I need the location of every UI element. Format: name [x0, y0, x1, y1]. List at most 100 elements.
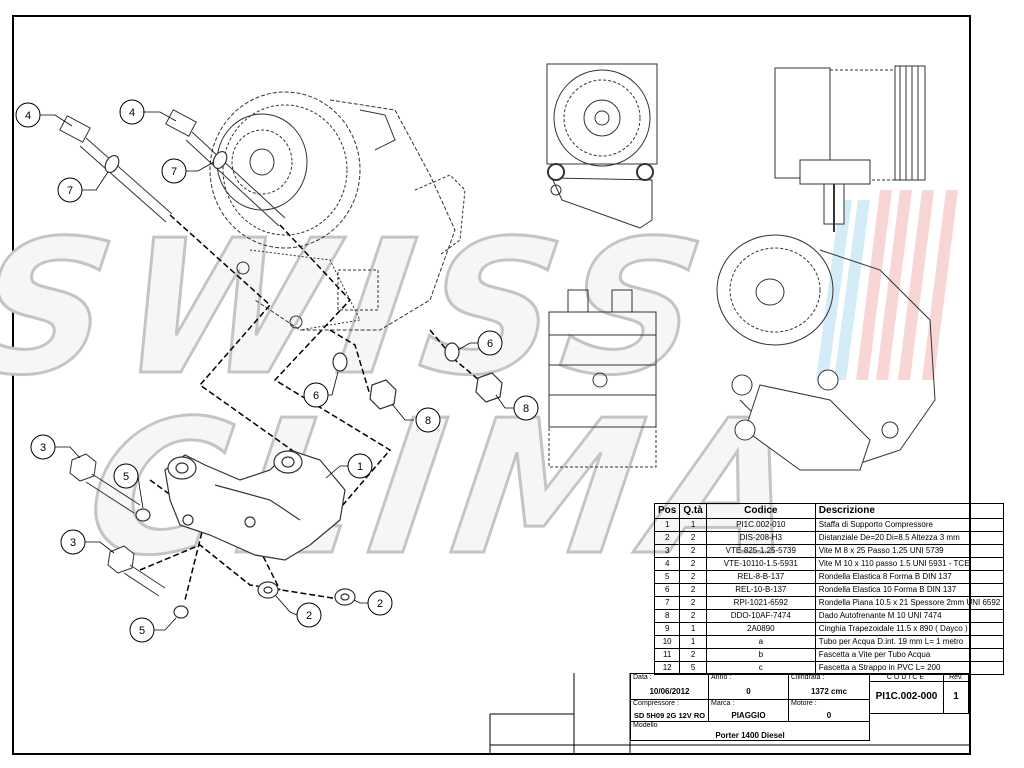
compressore-label: Compressore :	[633, 700, 679, 707]
callout-3a: 3	[40, 442, 46, 454]
row-pos: 9	[653, 622, 681, 636]
compressor-exploded-view	[209, 91, 466, 331]
modello-label: Modello	[633, 722, 658, 729]
front-view	[546, 63, 658, 229]
row-code: DIS-208-H3	[705, 531, 816, 545]
header-pos: Pos	[653, 503, 681, 519]
cilindrata-label: Cilindrata :	[791, 674, 825, 681]
row-qty: 2	[679, 531, 707, 545]
motore-label: Motore :	[791, 700, 817, 707]
callout-6a: 6	[487, 338, 493, 350]
data-label: Data :	[633, 674, 652, 681]
motore-cell: Motore : 0	[788, 699, 870, 722]
washer-item-6	[332, 342, 460, 372]
marca-label: Marca :	[711, 700, 735, 707]
washer-item-7	[104, 150, 228, 174]
row-qty: 2	[679, 609, 707, 623]
row-pos: 11	[653, 648, 681, 662]
row-pos: 8	[653, 609, 681, 623]
row-pos: 3	[653, 544, 681, 558]
row-code: VTE-825-1.25-5739	[705, 544, 816, 558]
anno-cell: Anno : 0	[708, 673, 789, 700]
callout-4a: 4	[25, 110, 31, 122]
modello-cell: Modello Porter 1400 Diesel	[630, 721, 870, 741]
cilindrata-value: 1372 cmc	[810, 687, 848, 696]
callout-3b: 3	[70, 537, 76, 549]
rev-cell: Rev. 1	[943, 673, 969, 714]
row-code: REL-8-B-137	[705, 570, 816, 584]
motore-value: 0	[826, 711, 832, 720]
data-value: 10/06/2012	[649, 687, 690, 696]
row-code: b	[705, 648, 816, 662]
row-desc: Fascetta a Strappo in PVC L= 200	[814, 661, 1005, 675]
row-code: PI1C.002-010	[705, 518, 816, 532]
data-cell: Data : 10/06/2012	[630, 673, 709, 700]
cilindrata-cell: Cilindrata : 1372 cmc	[788, 673, 870, 700]
row-qty: 2	[679, 544, 707, 558]
row-desc: Rondella Elastica 8 Forma B DIN 137	[814, 570, 1005, 584]
row-qty: 2	[679, 557, 707, 571]
rev-value: 1	[953, 691, 959, 702]
top-view	[548, 289, 657, 468]
row-desc: Rondella Piana 10.5 x 21 Spessore 2mm UN…	[814, 596, 1005, 610]
leader-lines	[40, 111, 514, 631]
callout-4b: 4	[129, 107, 135, 119]
callout-bubbles	[15, 99, 539, 643]
row-qty: 2	[679, 570, 707, 584]
row-pos: 1	[653, 518, 681, 532]
row-desc: Cinghia Trapezoidale 11.5 x 890 ( Dayco …	[814, 622, 1005, 636]
row-pos: 2	[653, 531, 681, 545]
header-qty: Q.tà	[679, 503, 707, 519]
washer-item-5	[135, 508, 189, 619]
rev-label: Rev.	[944, 674, 968, 682]
row-code: REL-10-B-137	[705, 583, 816, 597]
row-qty: 1	[679, 518, 707, 532]
bracket-item-1	[164, 449, 346, 561]
isometric-view	[716, 234, 936, 471]
bolt-item-4	[59, 109, 286, 227]
callout-2a: 2	[306, 610, 312, 622]
callout-7a: 7	[67, 185, 73, 197]
row-code: RPI-1021-6592	[705, 596, 816, 610]
row-desc: Distanziale De=20 Di=8.5 Altezza 3 mm	[814, 531, 1005, 545]
marca-cell: Marca : PIAGGIO	[708, 699, 789, 722]
callout-7b: 7	[171, 166, 177, 178]
compressore-value: SD 5H09 2G 12V RO	[633, 711, 706, 720]
row-pos: 10	[653, 635, 681, 649]
modello-value: Porter 1400 Diesel	[715, 731, 785, 740]
codice-value: PI1C.002-000	[875, 691, 938, 702]
callout-5a: 5	[123, 471, 129, 483]
row-desc: Dado Autofrenante M 10 UNI 7474	[814, 609, 1005, 623]
row-qty: 2	[679, 596, 707, 610]
marca-value: PIAGGIO	[731, 711, 766, 720]
row-desc: Rondella Elastica 10 Forma B DIN 137	[814, 583, 1005, 597]
codice-label: CODICE	[870, 674, 943, 682]
row-pos: 7	[653, 596, 681, 610]
row-code: a	[705, 635, 816, 649]
row-desc: Fascetta a Vite per Tubo Acqua	[814, 648, 1005, 662]
callout-8b: 8	[425, 415, 431, 427]
callout-labels: 4 4 7 7 6 6 8 8 1 3 5 3 5 2 2	[25, 107, 529, 637]
callout-1: 1	[357, 461, 363, 473]
bolt-item-3	[69, 453, 166, 597]
row-qty: 2	[679, 583, 707, 597]
row-desc: Staffa di Supporto Compressore	[814, 518, 1005, 532]
row-code: DDO-10AF-7474	[705, 609, 816, 623]
row-desc: Vite M 8 x 25 Passo 1.25 UNI 5739	[814, 544, 1005, 558]
row-qty: 1	[679, 622, 707, 636]
side-view	[774, 65, 926, 232]
row-pos: 5	[653, 570, 681, 584]
spacer-item-2	[257, 581, 356, 606]
